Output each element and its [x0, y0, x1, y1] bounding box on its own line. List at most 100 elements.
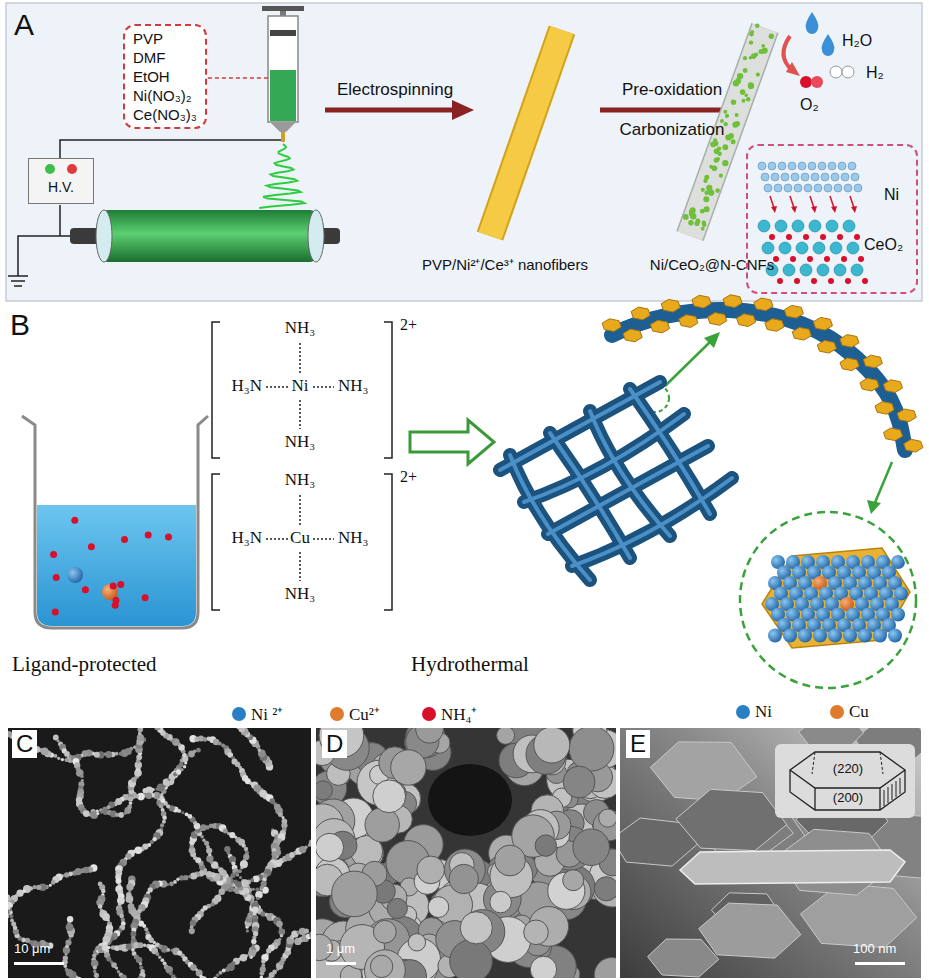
syringe-barrel [268, 16, 298, 122]
node-text: EtOH [133, 67, 197, 86]
ni-particle [749, 86, 753, 90]
syringe-tip [270, 122, 296, 132]
arrow-head [704, 332, 720, 348]
zoom-circle [740, 512, 916, 688]
grain [183, 765, 186, 768]
hexagonal-plate [792, 327, 811, 340]
grain [251, 939, 256, 944]
sem-texture [8, 728, 311, 978]
hollow-arrow [410, 420, 494, 464]
species-label: H₂O [842, 32, 872, 50]
ni-particle [759, 49, 764, 54]
hatch [896, 781, 897, 797]
arrow-head [831, 206, 837, 213]
ni-particle [725, 114, 729, 118]
grain [594, 958, 616, 979]
grain [370, 955, 392, 977]
grain [563, 870, 584, 891]
ni-particle [722, 160, 728, 166]
ni-atom [771, 173, 779, 181]
ce-atom [783, 264, 795, 276]
o-atom [811, 278, 817, 284]
nanofiber [490, 30, 562, 236]
zoom-arrow [874, 462, 892, 505]
coordination-bond [313, 386, 334, 388]
interface-arrow [850, 196, 854, 208]
grain [373, 780, 406, 813]
grain [530, 956, 556, 978]
o-atom [828, 278, 834, 284]
grain [115, 967, 118, 970]
grain [260, 971, 265, 976]
ligand-label: NH₃ [338, 528, 368, 548]
plate [648, 939, 719, 977]
ammonium-ion [52, 609, 59, 616]
grain [599, 809, 616, 827]
ce-atom [809, 220, 821, 232]
grain [51, 880, 56, 885]
o-atom [820, 234, 826, 240]
ni-strand-highlight [524, 414, 684, 502]
grain [131, 948, 135, 952]
legend-swatch [830, 705, 844, 719]
grain [497, 728, 515, 744]
ni-particle [743, 68, 748, 73]
hexagonal-plate [679, 315, 698, 328]
coordination-bond [299, 343, 301, 373]
grain [116, 878, 122, 884]
step-label: Carbonization [620, 120, 725, 140]
grain [316, 833, 344, 861]
hexagonal-plate [650, 320, 669, 333]
grain [80, 775, 84, 779]
hexagonal-plate [883, 380, 902, 393]
ce-atom [847, 242, 859, 254]
ni-atom [768, 162, 776, 170]
ni-particle [742, 99, 746, 103]
ammonium-ion [165, 534, 172, 541]
water-drop [822, 34, 835, 56]
grain [236, 728, 243, 729]
node-text: PVP [133, 29, 197, 48]
ni-atom [784, 184, 792, 192]
ni-atom [764, 184, 772, 192]
step-label: Hydrothermal [411, 652, 529, 676]
grain [199, 976, 207, 978]
hexagonal-plate [875, 402, 894, 415]
power-supply-box: H.V. [28, 158, 94, 204]
grain [524, 920, 549, 945]
ni-particle [769, 34, 774, 39]
wire [60, 140, 281, 158]
grain [280, 934, 284, 938]
panel-letter: B [10, 308, 30, 343]
grain [569, 728, 614, 771]
grain [90, 811, 98, 819]
ce-atom [817, 264, 829, 276]
species-label: H₂ [866, 64, 884, 82]
ni-atom [814, 184, 822, 192]
grain [154, 728, 161, 730]
grain [225, 967, 230, 972]
ni-particle [731, 100, 736, 105]
grain [67, 916, 73, 922]
o-atom [769, 234, 775, 240]
grain [218, 742, 222, 746]
facet-label: (200) [833, 791, 863, 806]
o-atom [807, 256, 813, 262]
grain [127, 805, 132, 810]
hexagonal-plate [765, 319, 784, 332]
coordination-bond [266, 538, 288, 540]
zoom-group [762, 548, 910, 648]
ni-particle [755, 24, 760, 29]
ni-particle [689, 211, 695, 217]
ni-atom [801, 173, 809, 181]
atom [858, 629, 872, 643]
ammonium-ion [145, 532, 152, 539]
o-atom [777, 278, 783, 284]
ni-particle [735, 113, 739, 117]
node-text: Ni(NO₃)₂ [133, 86, 197, 105]
legend-entry: Cu [830, 702, 869, 722]
ce-atom [834, 264, 846, 276]
node-text: Ni [884, 186, 899, 204]
ni-atom [838, 162, 846, 170]
hexagonal-plate [737, 314, 756, 327]
